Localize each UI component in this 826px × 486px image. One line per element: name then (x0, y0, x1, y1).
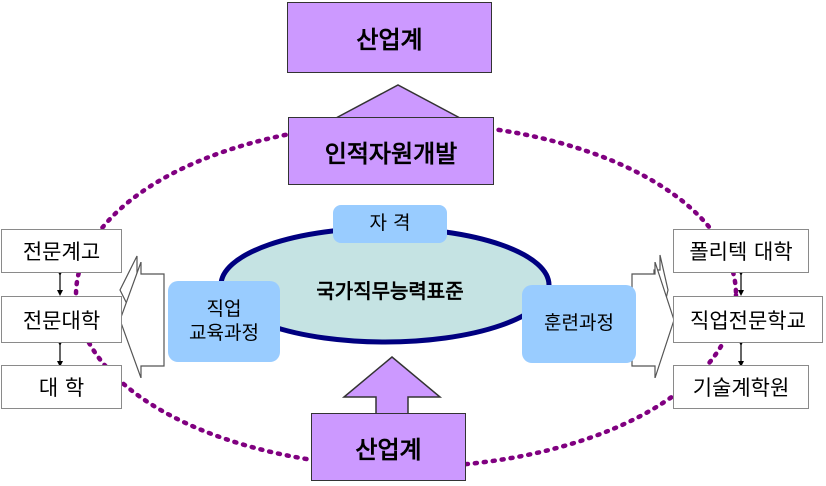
qualification-box: 자 격 (333, 205, 447, 243)
training-process-box: 훈련과정 (522, 285, 636, 363)
hrd-label: 인적자원개발 (324, 139, 458, 168)
education-process-line2: 교육과정 (189, 321, 259, 344)
ncs-label: 국가직무능력표준 (316, 279, 464, 303)
industry-box-top: 산업계 (287, 2, 492, 73)
industry-label-bottom: 산업계 (355, 435, 422, 464)
right-hollow-arrow (631, 262, 675, 378)
education-process-box: 직업 교육과정 (168, 281, 280, 362)
left-institution-3: 대 학 (1, 365, 122, 409)
hrd-box: 인적자원개발 (288, 117, 494, 185)
qualification-label: 자 격 (369, 212, 411, 235)
training-process-label: 훈련과정 (544, 312, 614, 335)
right-institution-2: 직업전문학교 (673, 296, 823, 343)
left-institution-1-label: 전문계고 (22, 240, 101, 264)
right-institution-3-label: 기술계학원 (692, 376, 790, 400)
right-institution-2-label: 직업전문학교 (690, 308, 806, 333)
left-institution-3-label: 대 학 (38, 376, 85, 400)
left-hollow-arrow (120, 262, 165, 378)
industry-label-top: 산업계 (356, 26, 423, 54)
right-institution-1-label: 폴리텍 대학 (689, 240, 793, 264)
right-institution-1: 폴리텍 대학 (673, 229, 809, 273)
up-arrow-bottom (341, 356, 443, 416)
industry-box-bottom: 산업계 (311, 413, 466, 481)
left-institution-1: 전문계고 (1, 229, 122, 273)
left-institution-2: 전문대학 (1, 296, 122, 343)
education-process-line1: 직업 (206, 297, 242, 320)
left-institution-2-label: 전문대학 (22, 308, 101, 333)
right-institution-3: 기술계학원 (673, 365, 809, 409)
